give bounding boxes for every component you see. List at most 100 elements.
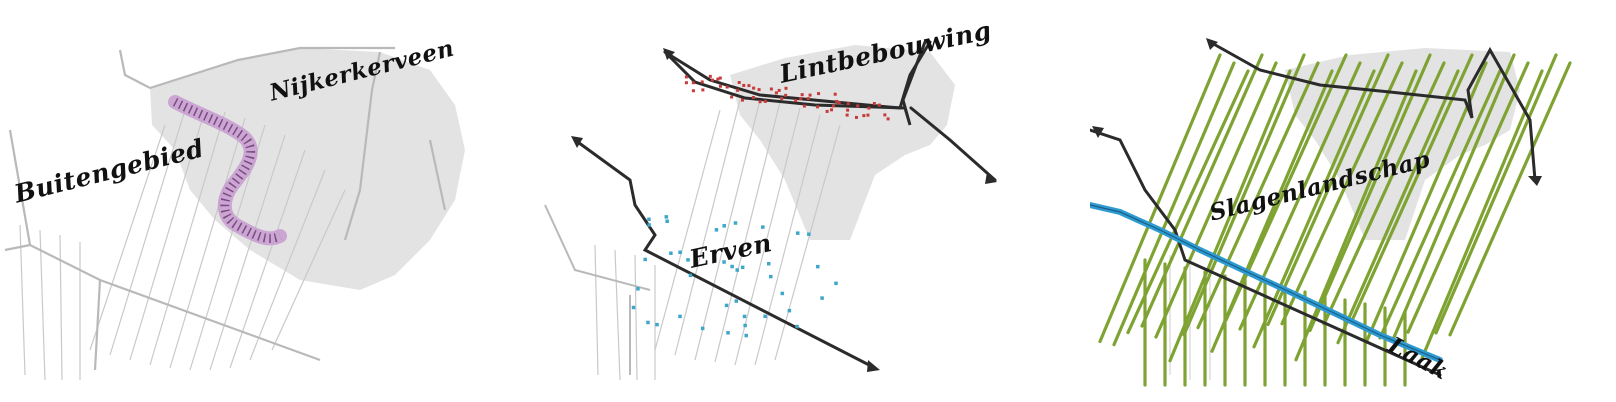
ribbon-dot	[716, 77, 720, 81]
ribbon-development-dots	[684, 74, 890, 121]
green-strip	[1322, 61, 1446, 326]
village-edge-highlight	[168, 95, 287, 246]
green-strip	[1378, 69, 1502, 340]
farmyard-dot	[735, 268, 739, 272]
farmyard-dot	[726, 331, 730, 335]
ribbon-dot	[800, 93, 804, 97]
green-strip	[1140, 53, 1264, 328]
ribbon-dot	[845, 113, 849, 117]
farmyard-dot	[734, 299, 739, 303]
farmyard-dot	[636, 287, 640, 291]
parcel-lines	[19, 109, 346, 381]
ribbon-dot	[835, 99, 839, 103]
ribbon-dot	[684, 81, 688, 85]
ribbon-dot	[794, 99, 798, 103]
ribbon-dot	[846, 108, 850, 112]
map-panel-lint-erven: Lintbebouwing Erven	[535, 15, 1035, 402]
ribbon-dot	[718, 76, 722, 80]
ribbon-dot	[708, 74, 712, 78]
green-strip	[1280, 61, 1404, 326]
ribbon-dot	[751, 96, 755, 100]
green-strip	[1224, 53, 1348, 322]
farmyard-dot	[678, 250, 682, 255]
farmyard-dot	[834, 281, 838, 286]
ribbon-dot	[831, 104, 835, 108]
map-panel-buitengebied: Buitengebied Nijkerkerveen	[0, 30, 500, 402]
green-strip	[1336, 69, 1460, 345]
farmyard-dot	[722, 260, 726, 264]
ribbon-dot	[730, 95, 734, 99]
farmyard-dot	[787, 308, 792, 313]
ribbon-dot	[877, 103, 881, 107]
farmyard-dot	[724, 303, 729, 308]
farmyard-dot	[714, 228, 719, 232]
ribbon-dot	[802, 104, 806, 108]
ribbon-dot	[862, 114, 866, 118]
farmyard-dot	[796, 231, 800, 235]
farmyard-dot	[740, 265, 745, 270]
ribbon-dot	[725, 85, 729, 89]
farmyard-dot	[795, 324, 799, 329]
map-slagenlandschap	[1090, 38, 1572, 387]
farmyard-dot	[686, 258, 690, 262]
map-lint-erven	[544, 40, 997, 381]
green-strip	[1434, 53, 1558, 335]
farmyard-dot	[820, 296, 824, 300]
ribbon-dot	[777, 88, 781, 92]
farmyard-dot	[688, 273, 693, 278]
green-strip	[1308, 53, 1432, 333]
arrowheads	[1092, 38, 1542, 186]
ribbon-dot	[757, 88, 761, 92]
green-strip	[1364, 61, 1488, 345]
ribbon-dot	[830, 108, 834, 112]
ribbon-dot	[742, 83, 746, 87]
ribbon-dot	[883, 113, 887, 117]
green-strip	[1168, 69, 1292, 363]
ribbon-dot	[825, 109, 829, 113]
farmyard-dot	[763, 314, 767, 319]
ribbon-dot	[784, 86, 788, 90]
ribbon-dot	[808, 93, 812, 97]
farmyard-dot	[742, 314, 747, 319]
ribbon-dot	[872, 101, 876, 105]
ribbon-dot	[684, 75, 688, 79]
farmyard-dot	[816, 264, 820, 269]
green-strip	[1238, 61, 1362, 331]
ribbon-dot	[774, 91, 778, 95]
farmyard-dot	[780, 291, 785, 296]
ribbon-dot	[710, 78, 714, 82]
ribbon-dot	[718, 84, 722, 88]
farmyard-dot	[744, 333, 748, 338]
green-strip	[1196, 61, 1320, 330]
ribbon-dot	[833, 92, 837, 96]
farmyard-dot	[643, 257, 647, 262]
ribbon-dot	[701, 88, 705, 92]
farmyard-dot	[647, 223, 651, 227]
green-strips	[1098, 53, 1572, 387]
ribbon-dot	[866, 113, 870, 117]
farmyard-dot	[730, 264, 734, 269]
roads	[544, 204, 651, 375]
farmyard-dot	[669, 251, 673, 255]
ribbon-dot	[737, 81, 741, 85]
ribbon-dot	[691, 89, 695, 93]
green-strip	[1112, 61, 1236, 347]
ribbon-dot	[752, 86, 756, 90]
map-buitengebied	[4, 46, 465, 381]
ribbon-dot	[867, 106, 871, 110]
green-strip	[1420, 69, 1544, 360]
farmyard-dot	[655, 322, 659, 327]
ribbon-dot	[740, 98, 744, 102]
farmyard-dot	[743, 323, 747, 328]
ribbon-dot	[780, 96, 784, 100]
green-strip	[1098, 53, 1222, 344]
ribbon-dot	[700, 80, 704, 84]
farmyard-dot	[678, 314, 682, 319]
farmyard-dot	[807, 232, 811, 236]
roads	[4, 46, 447, 371]
farmyard-dot	[631, 305, 636, 310]
farmyard-dot	[761, 225, 765, 229]
ribbon-dot	[769, 87, 773, 91]
ribbon-dot	[886, 117, 890, 121]
green-strip	[1154, 61, 1278, 339]
